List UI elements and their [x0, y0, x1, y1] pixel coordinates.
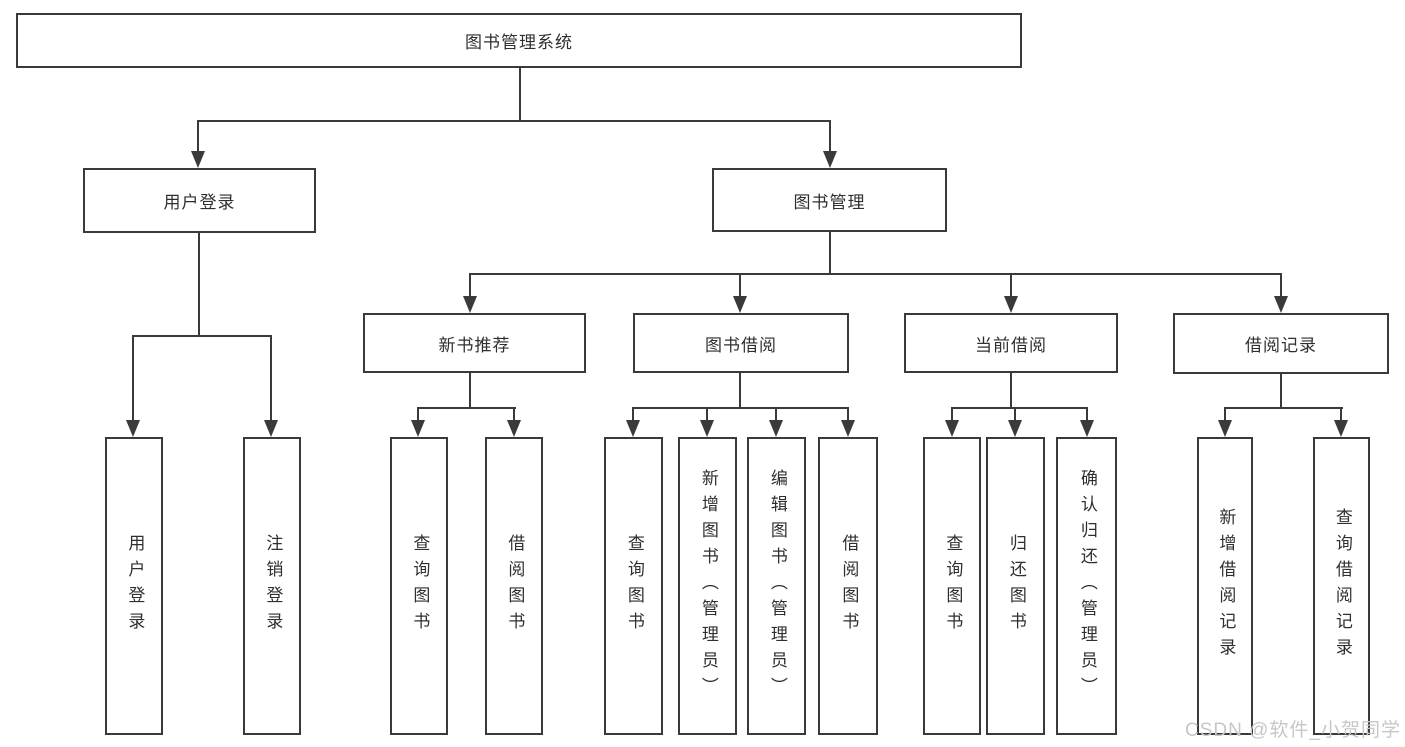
- leaf-return-book: 归还图书: [986, 437, 1045, 735]
- node-new-book-recommend: 新书推荐: [363, 313, 586, 373]
- arrow-down-icon: [733, 296, 747, 313]
- connector-drop-user-login: [197, 120, 199, 160]
- leaf-query-borrow-record: 查询借阅记录: [1313, 437, 1370, 735]
- leaf-add-borrow-record: 新增借阅记录: [1197, 437, 1253, 735]
- arrow-down-icon: [823, 151, 837, 168]
- leaf-query-books-borrow: 查询图书: [604, 437, 663, 735]
- connector-new-book-split: [417, 407, 516, 409]
- leaf-borrow-books: 借阅图书: [818, 437, 878, 735]
- connector-borrow-records-trunk: [1280, 374, 1282, 407]
- arrow-down-icon: [700, 420, 714, 437]
- connector-book-borrow-trunk: [739, 373, 741, 407]
- connector-book-borrow-split: [632, 407, 849, 409]
- arrow-down-icon: [945, 420, 959, 437]
- connector-book-mgmt-trunk: [829, 232, 831, 273]
- node-borrow-records: 借阅记录: [1173, 313, 1389, 374]
- connector-drop-book-management: [829, 120, 831, 160]
- leaf-add-book-admin: 新增图书（管理员）: [678, 437, 737, 735]
- arrow-down-icon: [411, 420, 425, 437]
- leaf-edit-book-admin: 编辑图书（管理员）: [747, 437, 806, 735]
- leaf-logout: 注销登录: [243, 437, 301, 735]
- leaf-query-books-current: 查询图书: [923, 437, 981, 735]
- node-current-borrow: 当前借阅: [904, 313, 1118, 373]
- connector-current-borrow-split: [951, 407, 1088, 409]
- arrow-down-icon: [841, 420, 855, 437]
- arrow-down-icon: [1274, 296, 1288, 313]
- leaf-user-login: 用户登录: [105, 437, 163, 735]
- leaf-confirm-return-admin: 确认归还（管理员）: [1056, 437, 1117, 735]
- connector-drop-leaf-user-login: [132, 335, 134, 431]
- arrow-down-icon: [463, 296, 477, 313]
- arrow-down-icon: [769, 420, 783, 437]
- node-user-login: 用户登录: [83, 168, 316, 233]
- arrow-down-icon: [1004, 296, 1018, 313]
- connector-current-borrow-trunk: [1010, 373, 1012, 407]
- arrow-down-icon: [1008, 420, 1022, 437]
- connector-user-login-trunk: [198, 233, 200, 335]
- connector-book-mgmt-split: [469, 273, 1282, 275]
- arrow-down-icon: [1218, 420, 1232, 437]
- node-book-management: 图书管理: [712, 168, 947, 232]
- arrow-down-icon: [1080, 420, 1094, 437]
- leaf-query-books-recommend: 查询图书: [390, 437, 448, 735]
- connector-user-login-split: [132, 335, 272, 337]
- connector-root-split: [197, 120, 831, 122]
- arrow-down-icon: [626, 420, 640, 437]
- arrow-down-icon: [507, 420, 521, 437]
- arrow-down-icon: [191, 151, 205, 168]
- csdn-watermark: CSDN @软件_小贺同学: [1185, 720, 1401, 741]
- connector-drop-book-borrow: [739, 273, 741, 309]
- connector-root-trunk: [519, 66, 521, 120]
- connector-drop-current-borrow: [1010, 273, 1012, 309]
- node-book-borrow: 图书借阅: [633, 313, 849, 373]
- arrow-down-icon: [264, 420, 278, 437]
- node-root-library-system: 图书管理系统: [16, 13, 1022, 68]
- leaf-borrow-books-recommend: 借阅图书: [485, 437, 543, 735]
- connector-drop-new-book: [469, 273, 471, 309]
- arrow-down-icon: [126, 420, 140, 437]
- connector-borrow-records-split: [1224, 407, 1343, 409]
- connector-drop-leaf-logout: [270, 335, 272, 431]
- arrow-down-icon: [1334, 420, 1348, 437]
- connector-drop-borrow-records: [1280, 273, 1282, 309]
- connector-new-book-trunk: [469, 373, 471, 407]
